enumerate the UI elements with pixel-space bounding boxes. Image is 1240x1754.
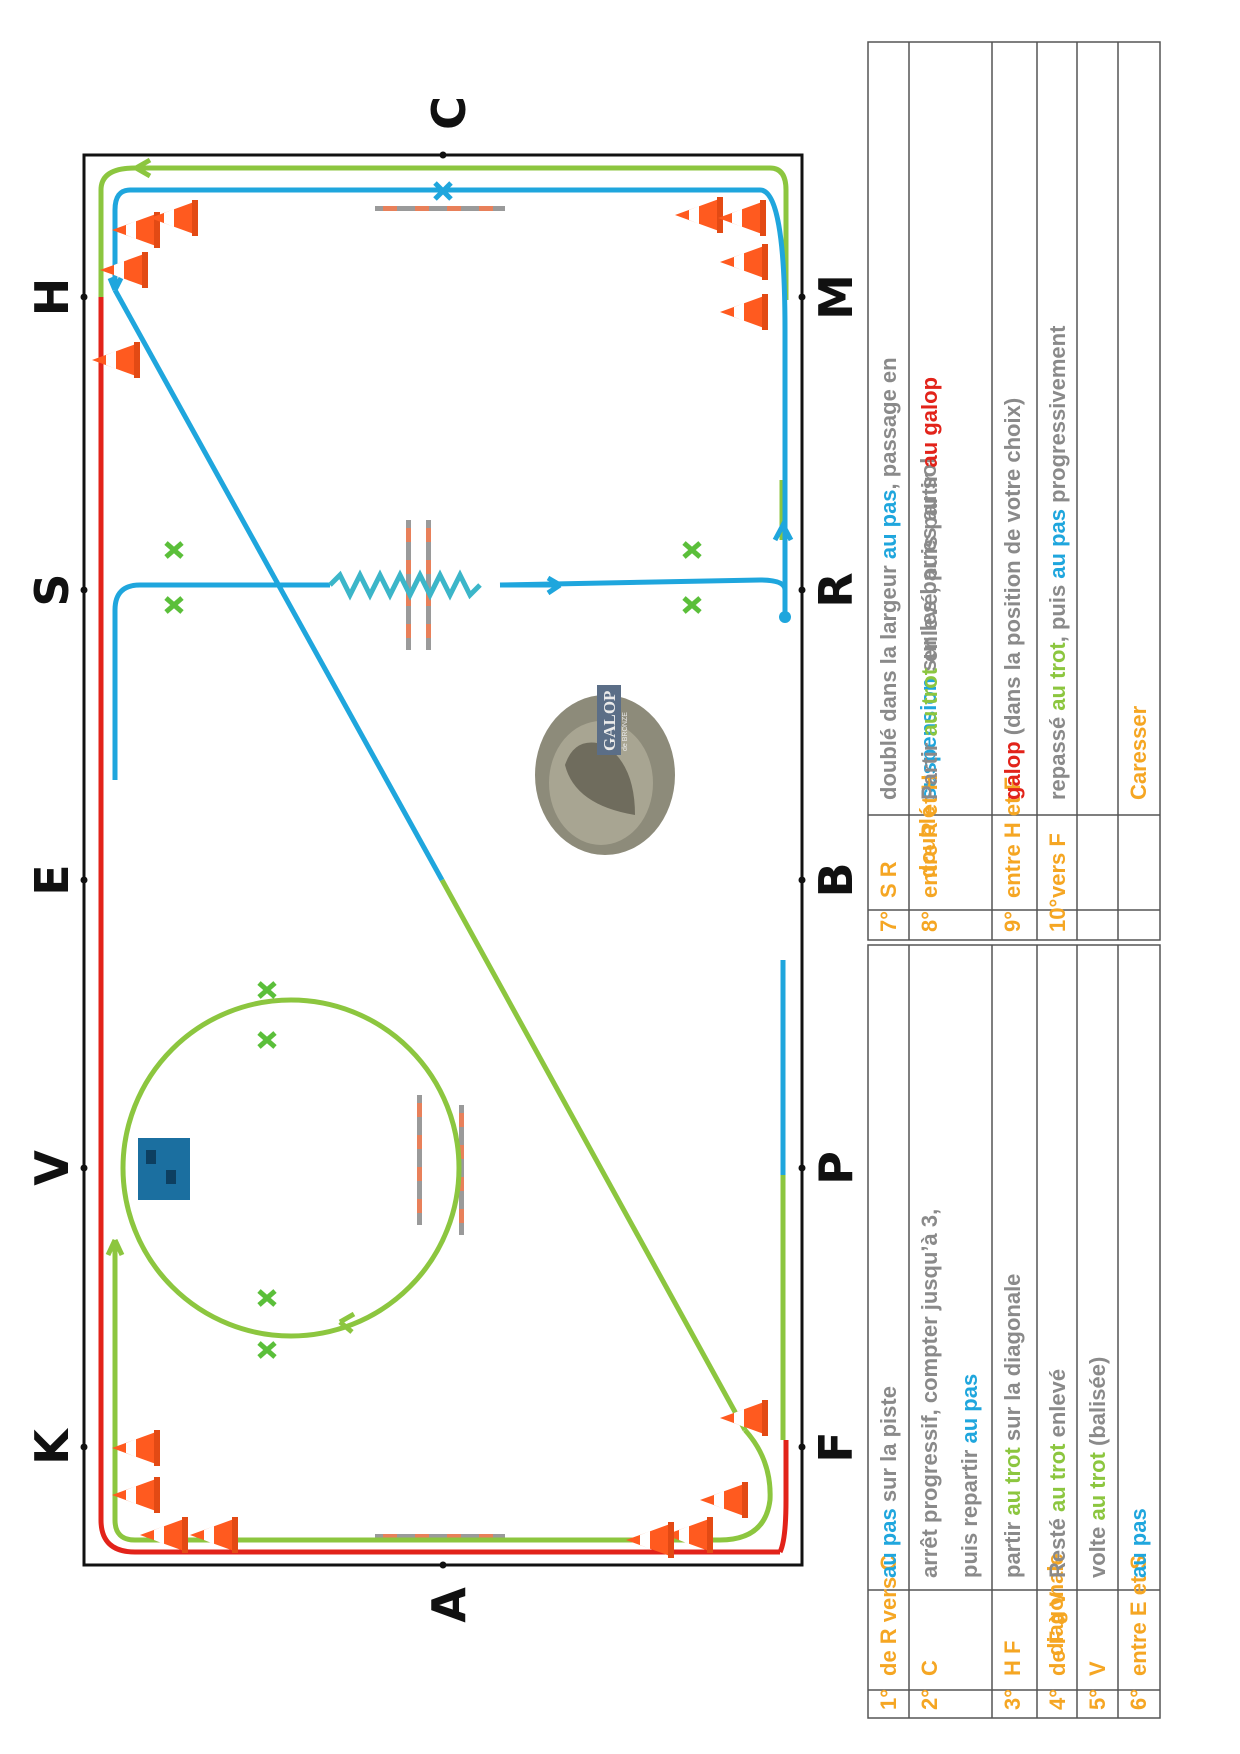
trot-tracks	[98, 157, 789, 1543]
left-row-num: 3°	[1000, 1689, 1025, 1710]
letter-p: P	[809, 1151, 863, 1185]
right-row-desc: galop (dans la position de votre choix)	[1000, 398, 1025, 800]
letter-f: F	[809, 1431, 863, 1462]
right-row-desc: Partir au trot enlevé, puis partir au ga…	[917, 377, 942, 800]
right-row-num: 8°	[917, 911, 942, 932]
markers	[166, 543, 700, 1357]
letter-h: H	[25, 278, 79, 317]
right-row-num: 10°	[1045, 899, 1070, 932]
letter-e: E	[25, 864, 79, 895]
left-row-where: de F à V	[1045, 1591, 1070, 1676]
right-row-num: 9°	[1000, 911, 1025, 932]
right-row-where: entre H et F	[1000, 777, 1025, 898]
galop-track	[98, 297, 780, 1555]
pas-tracks	[107, 181, 794, 1175]
letter-a: A	[422, 1587, 476, 1623]
arena-letters: A K V E S H C M R B P F	[25, 96, 863, 1623]
table-left-grid	[867, 944, 1161, 1719]
table-left-text: 1° de R vers Cau pas sur la piste 2° Carrêt…	[876, 1209, 1151, 1710]
letter-c: C	[422, 96, 476, 130]
instruction-tables: 1° de R vers Cau pas sur la piste 2° Carrêt…	[867, 41, 1161, 1719]
left-row-where: H F	[1000, 1641, 1025, 1676]
galop-track-end	[777, 1440, 789, 1554]
left-row-num: 2°	[917, 1689, 942, 1710]
galop-bronze-logo: GALOP de BRONZE	[535, 685, 675, 855]
logo-sub-text: de BRONZE	[622, 712, 629, 751]
right-row-where: vers F	[1045, 833, 1070, 898]
right-row-where: entre R et H	[917, 775, 942, 898]
left-row-where: de R vers C	[876, 1555, 901, 1676]
left-row-desc: arrêt progressif, compter jusqu’à 3,	[917, 1209, 942, 1578]
logo-main-text: GALOP	[600, 691, 619, 751]
letter-b: B	[809, 862, 863, 897]
start-point	[779, 611, 791, 623]
letter-v: V	[25, 1150, 79, 1186]
left-row-desc: Resté au trot enlevé	[1045, 1369, 1070, 1578]
arena-border	[82, 153, 804, 1567]
left-row-num: 1°	[876, 1689, 901, 1710]
left-row-where: V	[1085, 1661, 1110, 1676]
right-row-desc: repassé au trot, puis au pas progressive…	[1045, 325, 1070, 800]
left-row-num: 5°	[1085, 1689, 1110, 1710]
table-right-text: 7° S R doublé doublé dans la largeur au pas…	[876, 325, 1151, 932]
left-row-num: 6°	[1126, 1689, 1151, 1710]
left-row-where: C	[917, 1660, 942, 1676]
left-row-where2: diagonale	[1043, 1553, 1068, 1656]
left-row-where: entre E et S	[1126, 1555, 1151, 1676]
left-row-desc: au pas sur la piste	[876, 1386, 901, 1578]
letter-k: K	[25, 1427, 79, 1465]
right-row-num: 7°	[876, 911, 901, 932]
left-row-num: 4°	[1045, 1689, 1070, 1710]
table-right-grid	[867, 41, 1161, 941]
right-row-where: S R	[876, 861, 901, 898]
right-row-where2: doublé	[915, 806, 940, 878]
left-row-desc: volte au trot (balisée)	[1085, 1357, 1110, 1578]
right-row-desc: doublé dans la largeur au pas, passage e…	[876, 357, 901, 800]
right-row-desc: Caresser	[1126, 705, 1151, 800]
blue-block	[138, 1138, 190, 1200]
letter-m: M	[809, 274, 863, 320]
letter-s: S	[25, 573, 79, 606]
right-row-desc: suspension sur les barres au sol	[916, 458, 941, 800]
left-row-desc: puis repartir au pas	[957, 1374, 982, 1578]
left-row-desc: partir au trot sur la diagonale	[1000, 1274, 1025, 1578]
letter-ticks	[80, 151, 806, 1569]
left-row-desc: au pas	[1126, 1508, 1151, 1578]
cones	[92, 197, 768, 1558]
letter-r: R	[809, 572, 863, 607]
